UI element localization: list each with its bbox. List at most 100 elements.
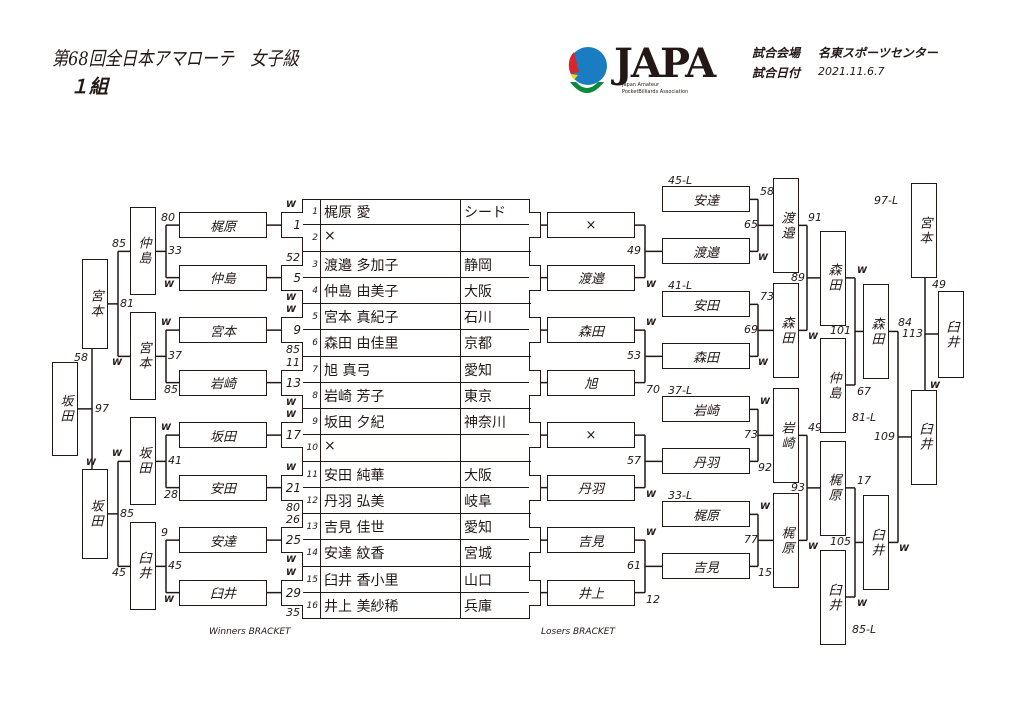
score-label: 81	[120, 296, 134, 310]
player-number: 3	[303, 251, 321, 277]
player-prefecture: 兵庫	[464, 598, 492, 615]
winners-r2-player: 宮本	[130, 312, 156, 401]
match-score-bottom: W	[286, 555, 296, 566]
player-number: 11	[303, 461, 321, 487]
drop-label: 37-L	[668, 384, 693, 398]
score-label: 57	[627, 454, 641, 468]
score-label: W	[161, 423, 171, 434]
score-label: W	[857, 599, 867, 609]
losers-match-box	[529, 264, 541, 291]
score-label: 49	[808, 421, 822, 435]
logo-subtitle: Japan Amateur PocketBilliards Associatio…	[622, 82, 688, 96]
drop-label: 33-L	[668, 489, 693, 503]
losers-r4-player: 梶原	[820, 440, 846, 536]
losers-r1-player: 渡邉	[547, 264, 635, 291]
logo-sub2: PocketBilliards Association	[622, 89, 689, 95]
score-label: 28	[164, 487, 178, 501]
losers-r1-player: ×	[547, 212, 635, 239]
player-prefecture: 東京	[464, 388, 492, 405]
drop-label: 81-L	[852, 411, 877, 424]
column-divider	[460, 200, 461, 618]
player-number: 1	[303, 199, 321, 225]
winners-r1-player: 安田	[179, 474, 267, 501]
score-label: W	[808, 332, 818, 343]
match-box: 5	[281, 264, 303, 291]
score-label: W	[857, 265, 867, 276]
losers-r2-drop-player: 安達	[662, 186, 750, 213]
match-number: 25	[285, 533, 301, 548]
losers-r1-player: 丹羽	[547, 474, 635, 501]
score-label: 97	[95, 401, 109, 415]
losers-r2-player: 森田	[662, 343, 750, 370]
winners-r2-player: 臼井	[130, 522, 156, 611]
score-label: 61	[627, 559, 641, 573]
winners-r1-player: 梶原	[179, 212, 267, 239]
score-label: 33	[168, 244, 182, 258]
score-label: 101	[830, 324, 851, 338]
japa-logo: JAPA Japan Amateur PocketBilliards Assoc…	[562, 40, 732, 102]
tournament-title: 第68回全日本アマローテ 女子級	[52, 48, 299, 70]
match-number: 21	[285, 480, 301, 495]
player-number: 7	[303, 356, 321, 382]
winners-r1-player: 宮本	[179, 317, 267, 344]
drop-label: 45-L	[668, 174, 693, 188]
score-label: 49	[932, 278, 946, 291]
match-box: 29	[281, 579, 303, 606]
match-score-bottom: W	[286, 397, 296, 408]
player-name: 旭 真弓	[324, 362, 371, 379]
player-prefecture: 山口	[464, 572, 492, 589]
match-number: 17	[285, 428, 301, 443]
score-label: W	[112, 358, 122, 369]
score-label: 17	[857, 473, 871, 487]
player-number: 14	[303, 540, 321, 566]
player-prefecture: 静岡	[464, 257, 492, 274]
losers-r5-player: 臼井	[863, 495, 889, 591]
match-score-top: 26	[286, 513, 300, 526]
player-prefecture: シード	[464, 205, 506, 221]
winners-r2-player: 坂田	[130, 417, 156, 506]
player-name: 梶原 愛	[324, 205, 371, 221]
drop-label: 85-L	[852, 623, 877, 636]
player-name: 渡邉 多加子	[324, 257, 399, 274]
match-box: 1	[281, 212, 303, 239]
match-box: 17	[281, 422, 303, 449]
score-label: 58	[74, 350, 88, 364]
player-number: 15	[303, 566, 321, 592]
score-label: W	[646, 318, 656, 329]
score-label: 41	[168, 454, 182, 468]
logo-text: JAPA	[614, 40, 716, 87]
winners-r4-player: 坂田	[52, 361, 78, 456]
score-label: W	[760, 502, 770, 513]
losers-r2-drop-player: 安田	[662, 291, 750, 318]
player-prefecture: 神奈川	[464, 415, 506, 431]
losers-match-box	[529, 317, 541, 344]
player-prefecture: 宮城	[464, 546, 492, 563]
score-label: W	[164, 279, 174, 290]
score-label: 12	[646, 592, 660, 606]
score-label: W	[899, 544, 909, 555]
player-name: 臼井 香小里	[324, 572, 399, 589]
player-name: 丹羽 弘美	[324, 493, 385, 510]
score-label: W	[760, 397, 770, 408]
score-label: W	[758, 253, 768, 264]
match-box: 21	[281, 474, 303, 501]
player-number: 12	[303, 487, 321, 513]
player-name: 安田 純華	[324, 467, 385, 484]
score-label: W	[646, 489, 656, 500]
score-label: 69	[744, 323, 758, 337]
winners-bracket-label: Winners BRACKET	[209, 627, 291, 637]
player-number: 6	[303, 330, 321, 356]
player-name: 井上 美紗稀	[324, 598, 399, 615]
score-label: W	[646, 528, 656, 539]
score-label: 58	[760, 185, 774, 199]
losers-r5-player: 森田	[863, 284, 889, 380]
logo-ball-icon	[568, 47, 607, 93]
player-number: 13	[303, 514, 321, 540]
